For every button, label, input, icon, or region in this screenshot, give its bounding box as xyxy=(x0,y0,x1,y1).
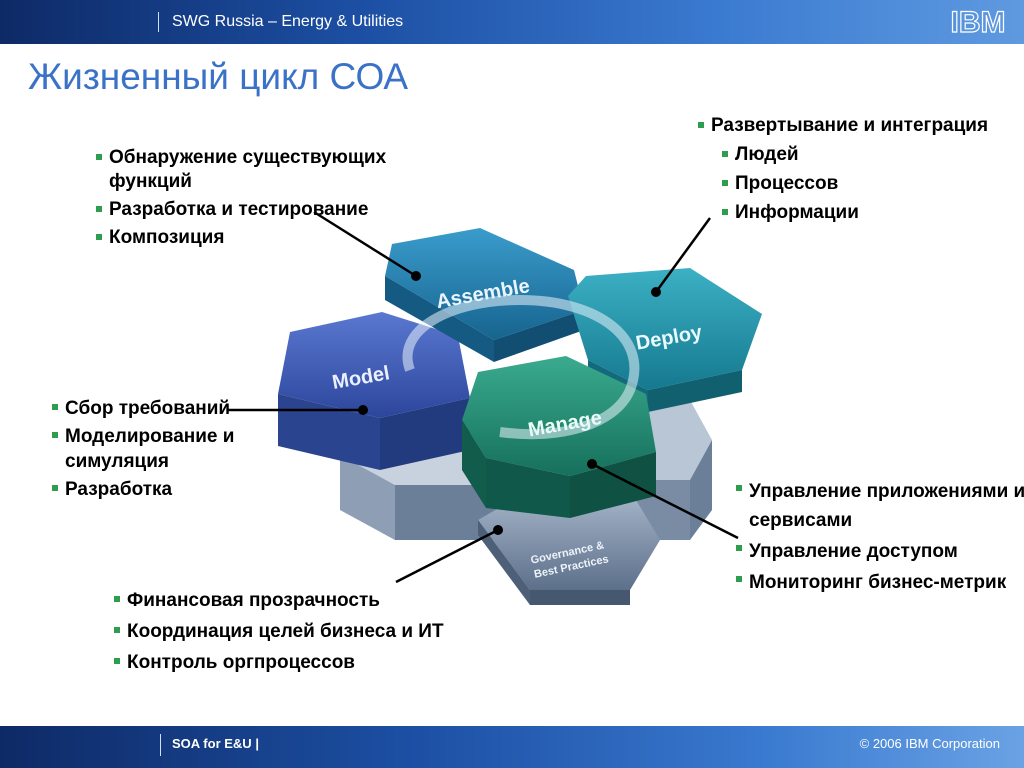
list-item: Моделирование и симуляция xyxy=(52,424,282,474)
block-left: Сбор требований Моделирование и симуляци… xyxy=(52,396,282,505)
list-item: Развертывание и интеграция xyxy=(698,114,1018,138)
list-item: Управление доступом xyxy=(736,537,1024,566)
list-item: Управление приложениями и сервисами xyxy=(736,477,1024,535)
hex-deploy: Deploy xyxy=(568,268,762,412)
list-item: Координация целей бизнеса и ИТ xyxy=(114,619,634,644)
list-item: Финансовая прозрачность xyxy=(114,588,634,613)
block-top-left: Обнаружение существующих функций Разрабо… xyxy=(96,146,436,254)
block-bottom: Финансовая прозрачность Координация целе… xyxy=(114,588,634,681)
hex-model: Model xyxy=(278,312,470,470)
page-title: Жизненный цикл СОА xyxy=(28,56,409,97)
list-item: Контроль оргпроцессов xyxy=(114,650,634,675)
header-bar: SWG Russia – Energy & Utilities IBM xyxy=(0,0,1024,44)
block-bottom-right: Управление приложениями и сервисами Упра… xyxy=(736,477,1024,599)
list-item: Разработка и тестирование xyxy=(96,198,436,222)
header-brand: SWG Russia – Energy & Utilities xyxy=(172,13,404,30)
list-item: Сбор требований xyxy=(52,396,282,421)
cycle-arrow xyxy=(402,294,640,440)
svg-text:IBM: IBM xyxy=(951,6,1006,38)
list-subitem: Людей xyxy=(722,143,1018,167)
header-separator xyxy=(158,12,159,32)
list-item: Мониторинг бизнес-метрик xyxy=(736,568,1024,597)
hex-governance: Governance & Best Practices xyxy=(478,490,660,605)
list-subitem: Процессов xyxy=(722,172,1018,196)
list-subitem: Информации xyxy=(722,201,1018,225)
footer-bar: SOA for E&U | © 2006 IBM Corporation xyxy=(0,726,1024,768)
connector-lines xyxy=(228,210,739,584)
list-item: Обнаружение существующих функций xyxy=(96,146,436,194)
block-top-right: Развертывание и интеграция Людей Процесс… xyxy=(698,114,1018,230)
hex-manage: Manage xyxy=(462,356,656,518)
ibm-logo: IBM xyxy=(950,5,1006,38)
list-item: Разработка xyxy=(52,477,282,502)
footer-label: SOA for E&U | xyxy=(172,736,259,751)
list-item: Композиция xyxy=(96,226,436,250)
footer-copyright: © 2006 IBM Corporation xyxy=(859,736,1000,751)
footer-separator xyxy=(160,734,161,756)
